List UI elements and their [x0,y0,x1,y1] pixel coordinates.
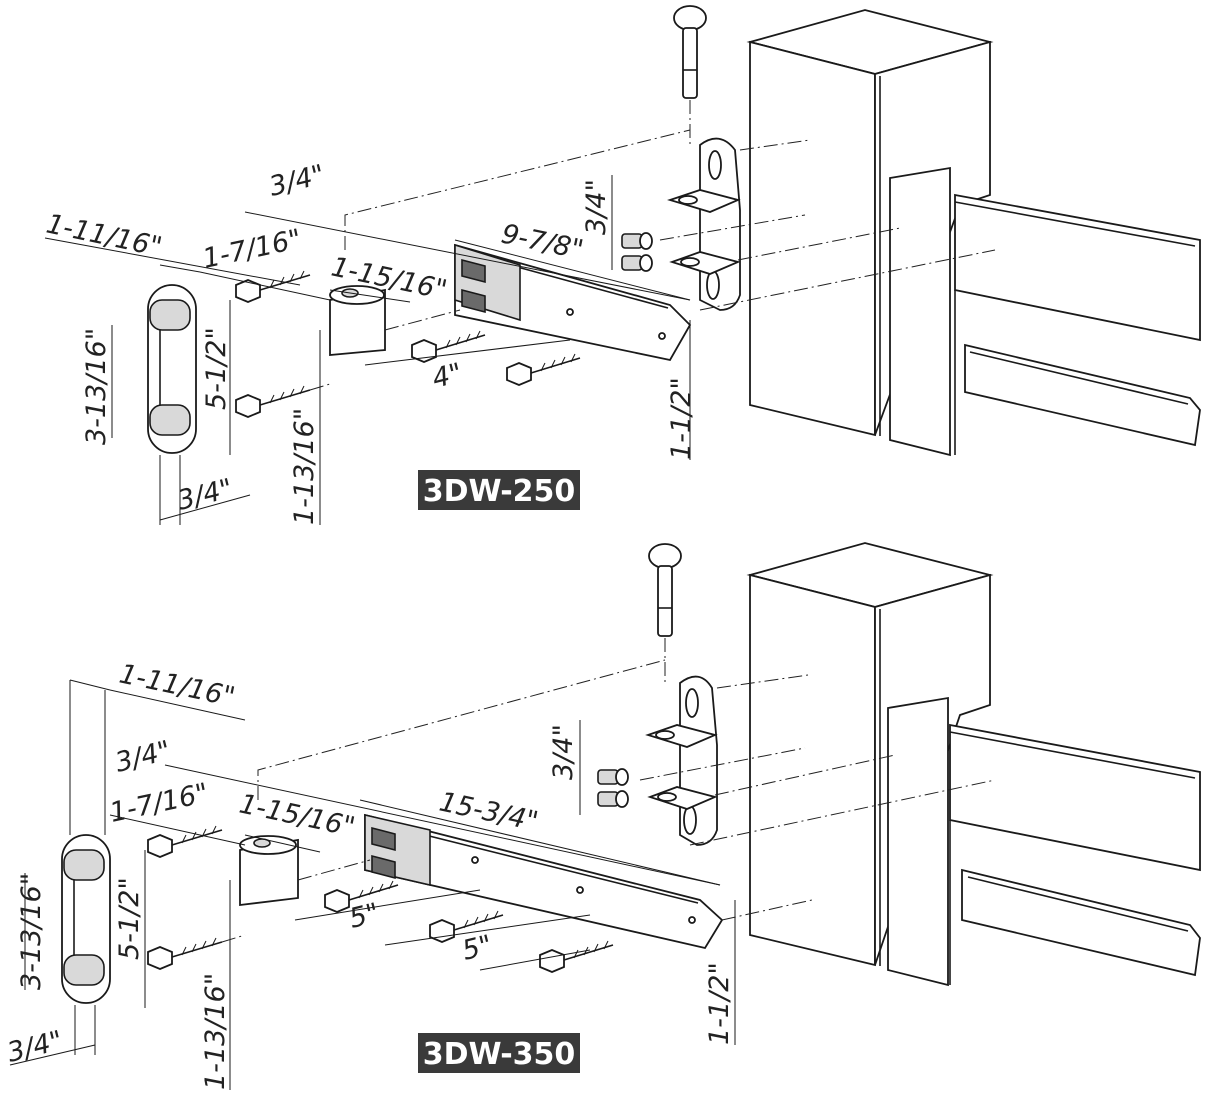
model-label-bottom: 3DW-350 [418,1033,580,1073]
dimension-lines-bottom [9,679,736,1090]
dim-body-height-top: 3-13/16" [81,328,112,445]
dimension-lines-top [44,175,691,525]
dim-hole-spacing-b-bottom: 1-15/16" [237,789,358,844]
bracket-screws-top [621,232,653,272]
hinge-body-top [147,284,197,454]
dim-screw-offset-top: 1-13/16" [289,408,320,525]
dim-strap-length-top: 9-7/8" [499,219,586,267]
dim-hole-spacing-a-bottom: 1-7/16" [107,778,211,829]
dim-strap-hole-spacing-1-bottom: 5" [346,898,382,935]
lag-screws-bottom [147,825,614,973]
dim-hole-spacing-a-top: 1-7/16" [200,224,304,275]
pin-bottom [648,543,682,637]
gate-frame-bottom [887,696,1201,987]
dim-overall-width-top: 1-11/16" [44,209,165,264]
post-bracket-bottom [645,675,718,846]
barrel-top [329,285,386,356]
hinge-body-bottom [61,834,111,1004]
strap-bottom [364,813,724,950]
barrel-bottom [239,835,299,907]
dim-gate-gap-top: 3/4" [266,159,328,203]
strap-top [454,243,692,362]
dim-body-height-bottom: 3-13/16" [16,873,47,990]
dim-body-thickness-top: 3/4" [174,473,236,517]
model-label-top: 3DW-250 [418,470,580,510]
dim-strap-width-top: 1-1/2" [666,377,697,460]
model-label-text-bottom: 3DW-350 [423,1037,576,1072]
dim-gate-gap-bottom: 3/4" [112,735,174,779]
assembly-lines-bottom [221,638,996,943]
bracket-screws-bottom [597,768,629,808]
gate-frame-top [889,166,1201,457]
dim-strap-hole-spacing-2-bottom: 5" [459,930,495,967]
diagram-3dw-350: 3/4" 1-11/16" 1-7/16" 1-15/16" 15-3/4" 3… [4,542,1201,1090]
dim-screw-offset-bottom: 1-13/16" [200,973,231,1090]
dim-strap-hole-spacing-top: 4" [429,358,465,395]
dim-body-thickness-bottom: 3/4" [4,1025,66,1069]
assembly-lines-top [309,100,996,391]
pin-top [673,5,707,99]
dim-body-length-top: 5-1/2" [201,327,232,410]
dim-bracket-height-top: 3/4" [581,179,612,235]
lag-screws-top [235,270,581,418]
post-top [746,9,994,437]
dim-body-length-bottom: 5-1/2" [114,877,145,960]
dim-strap-width-bottom: 1-1/2" [704,962,735,1045]
dim-bracket-height-bottom: 3/4" [548,724,579,780]
model-label-text-top: 3DW-250 [423,474,576,509]
diagram-3dw-250: 3/4" 1-11/16" 1-7/16" 1-15/16" 9-7/8" 3/… [44,5,1201,525]
post-bracket-top [667,137,741,311]
